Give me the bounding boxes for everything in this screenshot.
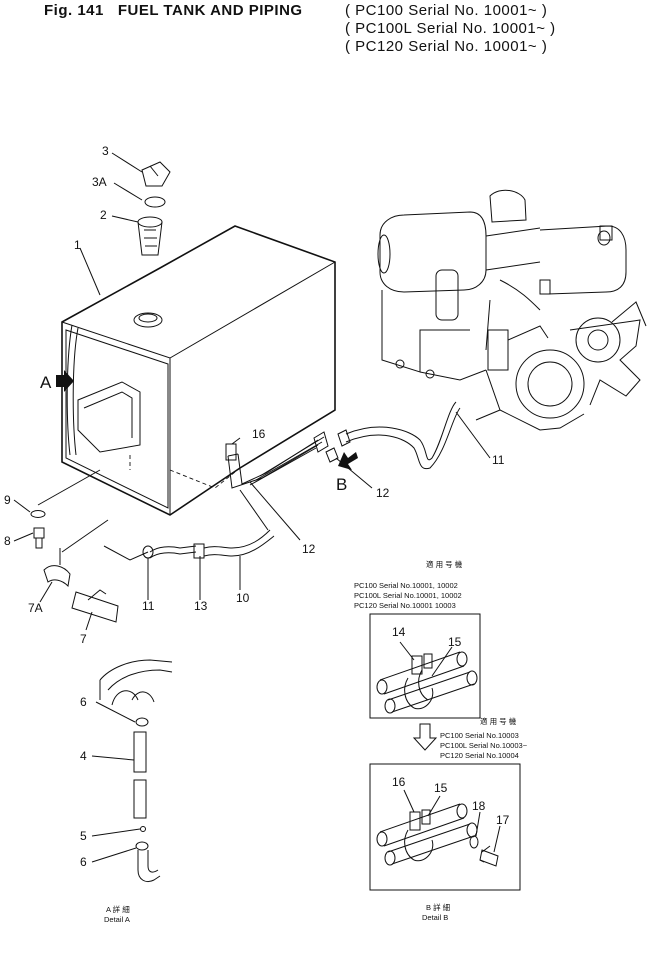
applicable-row-bottom-3: PC120 Serial No.10004 <box>440 751 519 760</box>
callout-9: 9 <box>4 493 11 507</box>
clamp-assembly-late <box>376 803 499 867</box>
detail-a-drawing <box>99 659 173 883</box>
filler-cap <box>141 161 171 187</box>
applicable-row-top-1: PC100 Serial No.10001, 10002 <box>354 581 458 590</box>
arrow-a-marker <box>56 370 74 392</box>
pipe-clamp <box>313 431 329 453</box>
serial-line-1: ( PC100 Serial No. 10001~ ) <box>345 2 548 19</box>
callout-3: 3 <box>102 144 109 158</box>
callout-12-lower: 12 <box>302 542 316 556</box>
detail-a-label: Detail A <box>104 915 130 924</box>
applicable-row-top-2: PC100L Serial No.10001, 10002 <box>354 591 462 600</box>
detail-a-jp-label: A 詳 細 <box>106 904 130 914</box>
serial-line-2: ( PC100L Serial No. 10001~ ) <box>345 20 556 37</box>
applicable-row-bottom-2: PC100L Serial No.10003~ <box>440 741 528 750</box>
callout-12-upper: 12 <box>376 486 390 500</box>
applicable-heading-bottom: 適 用 号 機 <box>480 716 517 726</box>
figure-number: Fig. 141 <box>44 2 104 19</box>
figure-title: Fig. 141 FUEL TANK AND PIPING <box>44 2 303 19</box>
callout-14: 14 <box>392 625 406 639</box>
figure-caption: FUEL TANK AND PIPING <box>117 2 303 19</box>
callout-17: 17 <box>496 813 510 827</box>
detail-b-box-late <box>369 763 521 891</box>
engine <box>377 189 647 431</box>
view-arrow-b-label: B <box>336 475 347 494</box>
callout-7: 7 <box>80 632 87 646</box>
fuel-tank <box>61 225 336 516</box>
detail-b-jp-label: B 詳 細 <box>426 902 450 912</box>
clamp-assembly-early <box>376 651 478 714</box>
callout-3a: 3A <box>92 175 107 189</box>
fuel-hose-to-engine <box>345 401 461 470</box>
callout-2: 2 <box>100 208 107 222</box>
fuel-connector <box>225 443 237 461</box>
filler-gasket <box>144 196 166 208</box>
arrow-b-marker <box>338 452 358 470</box>
callout-13: 13 <box>194 599 208 613</box>
callout-7a: 7A <box>28 601 43 615</box>
callout-15-early: 15 <box>448 635 462 649</box>
detail-b-box-early <box>369 613 481 719</box>
callout-16: 16 <box>252 427 266 441</box>
callout-6-lower: 6 <box>80 855 87 869</box>
callout-10: 10 <box>236 591 250 605</box>
applicable-row-top-3: PC120 Serial No.10001 10003 <box>354 601 456 610</box>
drain-elbow <box>43 565 71 588</box>
drain-washer <box>30 510 46 518</box>
callout-16-detail: 16 <box>392 775 406 789</box>
callout-18: 18 <box>472 799 486 813</box>
return-hoses <box>142 529 275 559</box>
applicable-row-bottom-1: PC100 Serial No.10003 <box>440 731 519 740</box>
fuel-line <box>227 436 325 489</box>
strainer <box>137 216 163 256</box>
callout-11-hose: 11 <box>142 599 155 613</box>
supersedes-arrow <box>412 723 438 751</box>
detail-b-label: Detail B <box>422 913 448 922</box>
serial-line-3: ( PC120 Serial No. 10001~ ) <box>345 38 548 55</box>
callout-8: 8 <box>4 534 11 548</box>
callout-6-upper: 6 <box>80 695 87 709</box>
drain-plug <box>33 527 45 549</box>
callout-4: 4 <box>80 749 87 763</box>
applicable-heading-top: 適 用 号 機 <box>426 559 463 569</box>
view-arrow-a-label: A <box>40 373 52 392</box>
callout-15-late: 15 <box>434 781 448 795</box>
callout-5: 5 <box>80 829 87 843</box>
callout-1: 1 <box>74 238 81 252</box>
callout-11-engine: 11 <box>492 453 505 467</box>
drain-valve <box>71 589 119 623</box>
